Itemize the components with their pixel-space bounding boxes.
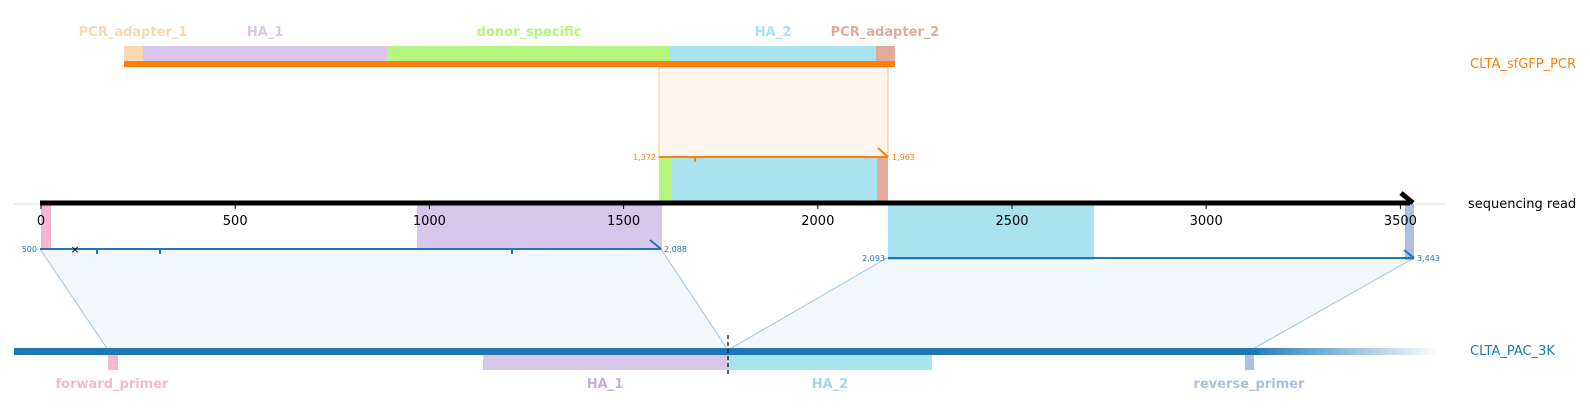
read-ha-2-highlight — [888, 204, 1094, 260]
pcr-feature-label-pcr-adapter-1: PCR_adapter_1 — [79, 25, 188, 40]
pac-reference-name: CLTA_PAC_3K — [1470, 344, 1555, 359]
pcr-reference: PCR_adapter_1 HA_1 donor_specific HA_2 P… — [79, 25, 1576, 72]
pcr-feature-bar-pcr-adapter-1 — [124, 46, 143, 62]
pcr-feature-bar-ha-1 — [143, 46, 387, 62]
pac-feature-bar-reverse-primer — [1245, 350, 1254, 370]
pcr-feature-label-ha-2: HA_2 — [755, 25, 792, 40]
pac-alignment-2-arrow — [1403, 249, 1415, 259]
pcr-aligned-pcr-adapter-2 — [877, 157, 888, 201]
pac-alignment-2-end-label: 3,443 — [1417, 254, 1440, 263]
pcr-alignment-end-label: 1,963 — [892, 153, 915, 162]
pac-alignment-2: 2,093 3,443 — [862, 249, 1440, 263]
pcr-alignment-start-label: 1,372 — [633, 153, 656, 162]
pac-alignment-2-start-label: 2,093 — [862, 254, 885, 263]
pac-alignment-1-start-label: 500 — [22, 245, 37, 254]
pac-alignment-2-projection — [726, 257, 1416, 351]
pac-reference: forward_primer HA_1 HA_2 reverse_primer … — [14, 335, 1555, 392]
pcr-reference-bar — [124, 61, 895, 67]
pcr-feature-bar-pcr-adapter-2 — [876, 46, 895, 62]
read-axis-tick-label: 1000 — [413, 214, 446, 229]
pac-alignment-1-end-label: 2,088 — [664, 245, 687, 254]
pac-alignment-1-arrow — [649, 239, 662, 250]
pcr-alignment-arrow — [877, 147, 889, 158]
pac-alignment-1-mismatch-x: × — [70, 243, 79, 256]
pcr-alignment: 1,372 1,963 — [633, 147, 915, 201]
read-axis-ticks: 0 500 1000 1500 2000 2500 3000 3500 — [37, 205, 1417, 229]
pac-feature-label-ha-2: HA_2 — [812, 377, 849, 392]
read-direction-arrow — [1399, 191, 1415, 205]
pac-feature-label-reverse-primer: reverse_primer — [1194, 377, 1306, 392]
pac-reference-bar — [14, 348, 1259, 355]
pac-reference-bar-fade — [1245, 348, 1440, 355]
sequencing-read: 0 500 1000 1500 2000 2500 3000 3500 sequencing … — [14, 191, 1576, 260]
read-ha-1-highlight — [417, 204, 662, 250]
read-axis-tick-label: 1500 — [607, 214, 640, 229]
read-forward-primer-highlight — [41, 204, 51, 250]
pcr-aligned-ha-2 — [671, 157, 877, 201]
read-axis-tick-label: 3500 — [1384, 214, 1417, 229]
read-axis-tick-label: 0 — [37, 214, 45, 229]
pac-feature-label-ha-1: HA_1 — [587, 377, 624, 392]
read-axis-tick-label: 3000 — [1190, 214, 1223, 229]
pcr-reference-name: CLTA_sfGFP_PCR — [1470, 57, 1576, 72]
pcr-feature-label-pcr-adapter-2: PCR_adapter_2 — [831, 25, 940, 40]
pac-alignment-1-projection — [39, 248, 729, 351]
pcr-feature-label-ha-1: HA_1 — [247, 25, 284, 40]
read-name: sequencing read — [1468, 197, 1576, 212]
read-axis-tick-label: 2000 — [801, 214, 834, 229]
read-reverse-primer-highlight — [1405, 204, 1414, 260]
pcr-alignment-projection — [658, 66, 889, 158]
pcr-feature-bar-ha-2 — [670, 46, 876, 62]
pac-feature-label-forward-primer: forward_primer — [56, 377, 170, 392]
read-axis-tick-label: 2500 — [995, 214, 1028, 229]
pac-alignment-1: × 500 2,088 — [22, 239, 687, 256]
pcr-feature-bar-donor-specific — [387, 46, 670, 62]
pac-feature-bar-forward-primer — [108, 350, 118, 370]
pcr-aligned-donor-specific — [659, 157, 671, 201]
read-axis-tick-label: 500 — [223, 214, 248, 229]
pcr-feature-label-donor-specific: donor_specific — [477, 25, 582, 40]
